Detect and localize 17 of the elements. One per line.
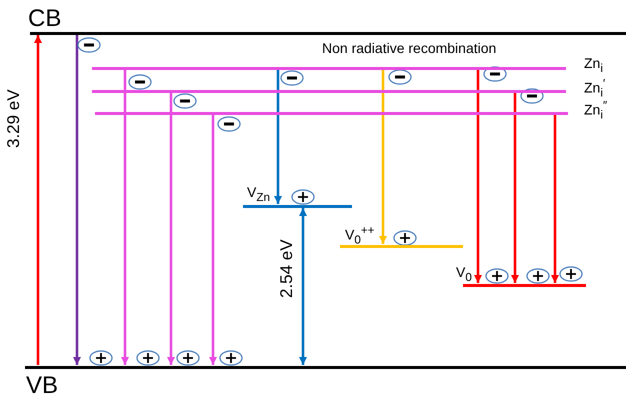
note-text: Non radiative recombination [322, 41, 496, 55]
level-label: V$_{Zn}$ [247, 185, 270, 204]
transition-arrow [474, 70, 482, 283]
transition-arrow [551, 115, 559, 283]
level-label: CB [28, 7, 62, 31]
transition-arrow [34, 35, 42, 365]
transition-arrow [209, 115, 217, 365]
level-label: VB [26, 374, 58, 398]
transition-arrow [379, 70, 387, 244]
transition-arrow [299, 208, 307, 365]
level-label: V$_{0}$ [456, 265, 472, 284]
level-label: Zn$_{i}$ [584, 56, 603, 74]
transition-arrow [274, 70, 282, 204]
transition-arrow [73, 35, 81, 365]
transition-arrow [511, 93, 519, 283]
transition-arrow [167, 93, 175, 365]
transition-arrow [121, 70, 129, 365]
